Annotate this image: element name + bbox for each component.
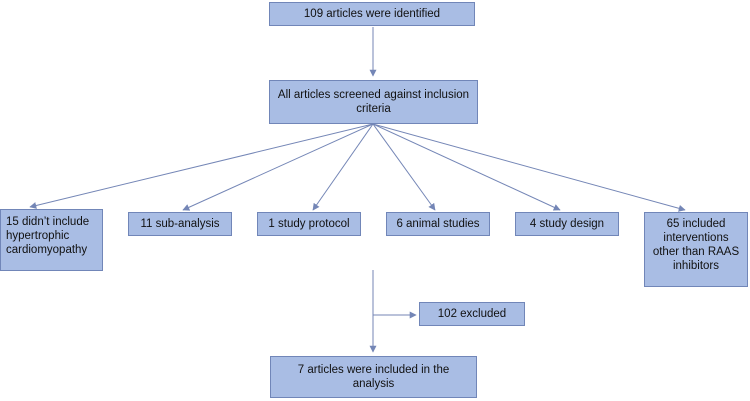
- exclusion-box-hcm: 15 didn’t include hypertrophic cardiomyo…: [0, 209, 103, 271]
- identified-box: 109 articles were identified: [269, 2, 475, 26]
- arrow-to-exclusion-6: [372, 123, 686, 212]
- exclusion-box-animal-studies: 6 animal studies: [386, 212, 490, 236]
- identified-text: 109 articles were identified: [303, 8, 441, 20]
- exclusion-box-study-protocol: 1 study protocol: [257, 212, 361, 236]
- exclusion-sub-analysis-text: 11 sub-analysis: [140, 218, 220, 230]
- arrow-to-exclusion-3: [312, 123, 374, 211]
- included-text: 7 articles were included in the analysis: [297, 364, 450, 390]
- excluded-total-box: 102 excluded: [419, 302, 525, 326]
- arrow-to-exclusion-5: [372, 123, 561, 211]
- arrow-to-exclusion-2: [182, 123, 374, 211]
- screened-text: All articles screened against inclusion …: [277, 89, 470, 115]
- exclusion-interventions-text: 65 included interventions other than RAA…: [652, 218, 740, 272]
- included-box: 7 articles were included in the analysis: [270, 356, 477, 398]
- exclusion-study-design-text: 4 study design: [529, 218, 605, 230]
- arrow-to-exclusion-1: [29, 123, 374, 209]
- exclusion-animal-studies-text: 6 animal studies: [396, 218, 480, 230]
- exclusion-box-sub-analysis: 11 sub-analysis: [128, 212, 232, 236]
- exclusion-hcm-text: 15 didn’t include hypertrophic cardiomyo…: [6, 216, 90, 256]
- screened-box: All articles screened against inclusion …: [269, 80, 478, 124]
- exclusion-box-study-design: 4 study design: [515, 212, 619, 236]
- excluded-total-text: 102 excluded: [437, 308, 507, 320]
- exclusion-box-interventions: 65 included interventions other than RAA…: [644, 212, 748, 287]
- exclusion-study-protocol-text: 1 study protocol: [268, 218, 350, 230]
- arrow-to-exclusion-4: [372, 123, 436, 211]
